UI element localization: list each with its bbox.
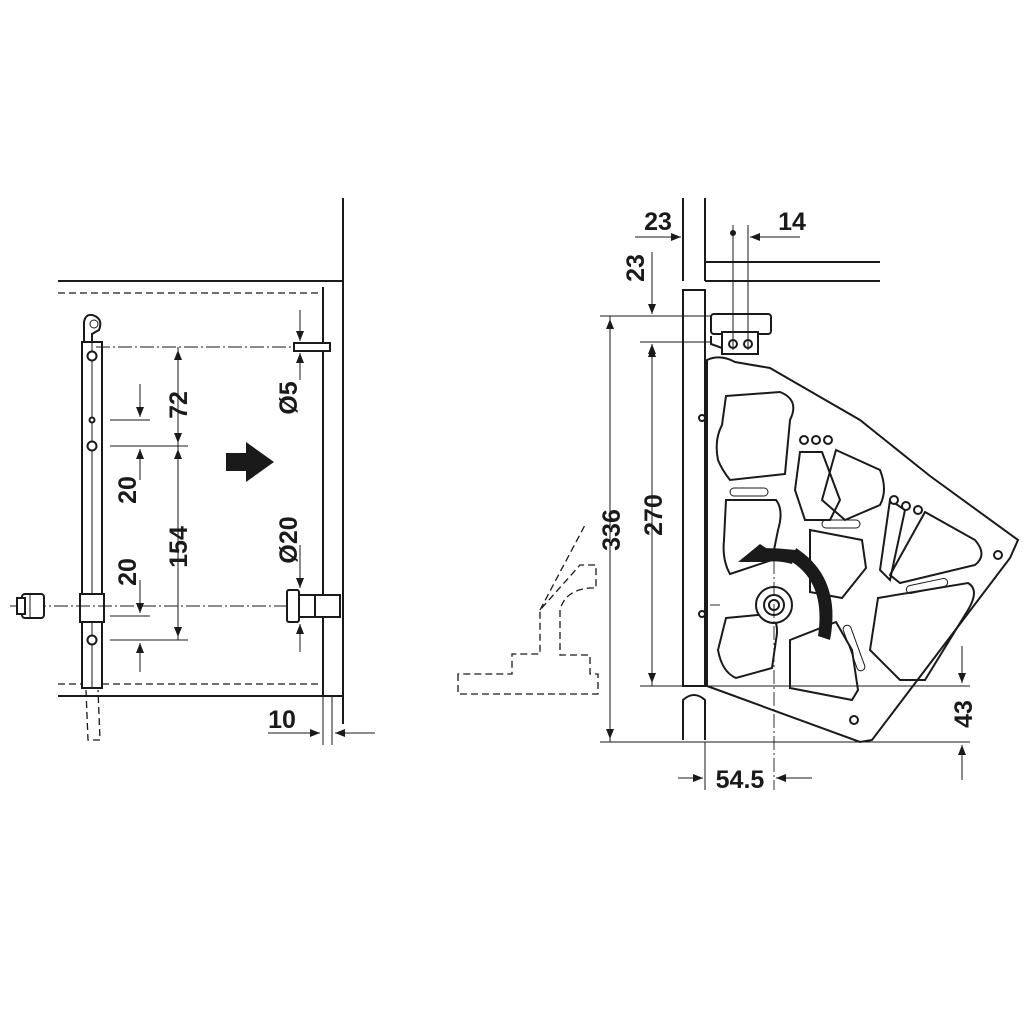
rotate-ccw-arrow-icon (738, 544, 833, 640)
dim-154: 154 (165, 526, 193, 568)
left-view-centre-lines (10, 346, 330, 607)
screw-hole (86, 350, 98, 362)
left-view-cabinet-section (58, 198, 344, 745)
right-view-dimensions (600, 233, 970, 790)
dim-14: 14 (778, 208, 806, 236)
lift-mechanism-plate (698, 356, 1020, 744)
plug-part (16, 593, 45, 619)
left-view-labels: 72 20 154 20 Ø5 Ø20 10 (114, 381, 303, 734)
dim-20-top: 20 (114, 476, 142, 504)
dim-336: 336 (598, 509, 626, 551)
dim-23-top: 23 (644, 208, 672, 236)
dim-72: 72 (165, 391, 193, 419)
left-view-mounting-rail (79, 313, 105, 741)
dim-43: 43 (950, 700, 978, 728)
dim-dia20: Ø20 (275, 516, 303, 563)
flap-open-ghost (457, 524, 599, 695)
pin-dia20 (286, 589, 341, 623)
arrow-right-icon (226, 442, 274, 482)
dim-10: 10 (268, 706, 296, 734)
dim-23-side: 23 (622, 254, 650, 282)
hinge-block (710, 225, 772, 355)
dim-54-5: 54.5 (716, 766, 765, 794)
right-view-labels: 23 14 23 336 270 43 54.5 (598, 208, 978, 794)
dim-270: 270 (640, 494, 668, 536)
dim-dia5: Ø5 (275, 381, 303, 414)
dim-20-bottom: 20 (114, 558, 142, 586)
right-view-centre-lines (710, 560, 775, 790)
left-view-dimensions (110, 310, 375, 737)
pin-dia5 (293, 342, 331, 352)
